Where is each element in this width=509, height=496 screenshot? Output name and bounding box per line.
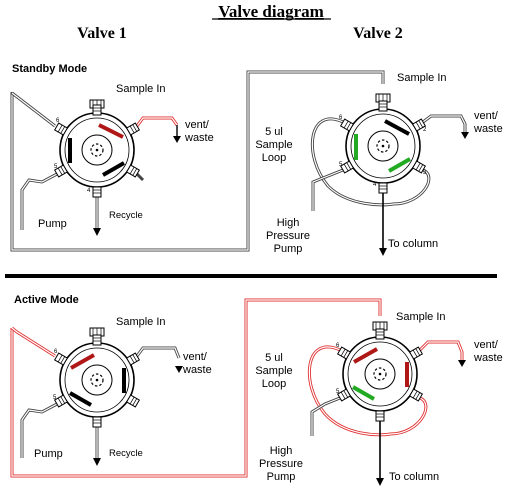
active-v1-vent-label: vent/ [183,351,208,363]
valve2-header: Valve 2 [353,25,403,42]
active-v2-loop-label-2: Sample [255,365,292,377]
active-v1-recycle-label: Recycle [109,448,143,459]
port-number: 2 [423,127,427,133]
port-number: 4 [87,188,91,194]
active-v2-waste-label: waste [473,352,503,364]
port-number: 6 [56,118,60,124]
standby-valve2: 6 2 3 4 5 [310,93,469,256]
port-number: 6 [336,343,340,349]
active-v1-recycle-arrow [93,458,101,466]
active-v2-loop-label-1: 5 ul [265,352,283,364]
standby-v2-green-channel-right [388,157,411,173]
standby-v1-sample-in-label: Sample In [116,83,166,95]
active-v2-red-channel-top [353,347,378,364]
standby-v2-hp-label-2: Pressure [266,230,310,242]
standby-mode-label: Standby Mode [12,63,87,75]
active-v2-loop-label-3: Loop [262,378,286,390]
active-v1-channel-lower [69,391,92,407]
active-v2-hp-label-2: Pressure [259,458,303,470]
active-mode-label: Active Mode [14,294,79,306]
standby-v2-waste-label: waste [473,123,503,135]
standby-v2-loop-label-3: Loop [262,152,286,164]
active-v2-column-arrow [376,478,384,486]
active-v1-pump-label: Pump [34,448,63,460]
active-valve2: 6 5 [307,321,466,486]
standby-v2-black-channel [384,119,410,136]
port-number: 5 [53,395,57,401]
port-number: 5 [336,389,340,395]
active-v2-vent-tube [418,340,464,362]
standby-v1-vent-label: vent/ [185,119,210,131]
standby-v2-column-label: To column [388,238,438,250]
standby-v2-sample-in-label: Sample In [397,72,447,84]
standby-v2-loop-label-1: 5 ul [265,126,283,138]
standby-v1-recycle-label: Recycle [109,210,143,221]
standby-v2-hp-label-3: Pump [274,243,303,255]
standby-v2-vent-tube [422,114,467,134]
active-v1-red-channel [70,353,95,370]
active-v2-hp-label-1: High [270,445,293,457]
port-number: 3 [423,170,427,176]
active-v2-hp-label-3: Pump [267,471,296,483]
standby-v2-loop-label-2: Sample [255,139,292,151]
standby-v1-recycle-arrow [93,228,101,236]
port-number: 4 [373,182,377,188]
active-v1-waste-label: waste [182,364,212,376]
standby-v2-hp-label-1: High [277,217,300,229]
standby-v2-vent-arrow [461,132,469,139]
standby-valve1: 6 5 4 [10,91,181,236]
active-v2-vent-label: vent/ [474,339,499,351]
standby-v2-vent-label: vent/ [474,110,499,122]
diagram-title: Valve diagram [218,2,324,21]
standby-v1-right-lower-tube [135,172,145,182]
standby-v1-red-channel [98,123,124,139]
active-v1-sample-in-label: Sample In [116,316,166,328]
active-valve1: 6 5 [11,326,183,466]
active-v2-green-channel [352,385,375,401]
standby-v2-column-arrow [379,248,387,256]
standby-v1-waste-label: waste [184,132,214,144]
active-v2-sample-in-label: Sample In [396,311,446,323]
port-number: 6 [339,115,343,121]
standby-v1-pump-label: Pump [38,218,67,230]
active-v1-vent-arrow [175,366,183,373]
active-v1-vent-tube [135,346,181,359]
valve1-header: Valve 1 [77,25,127,42]
standby-v1-channel-lower [102,161,125,177]
active-v2-column-label: To column [389,471,439,483]
port-number: 6 [54,349,58,355]
port-number: 5 [339,162,343,168]
standby-v1-vent-tube [135,116,179,127]
active-v2-vent-arrow [458,360,466,367]
port-number: 5 [54,164,58,170]
